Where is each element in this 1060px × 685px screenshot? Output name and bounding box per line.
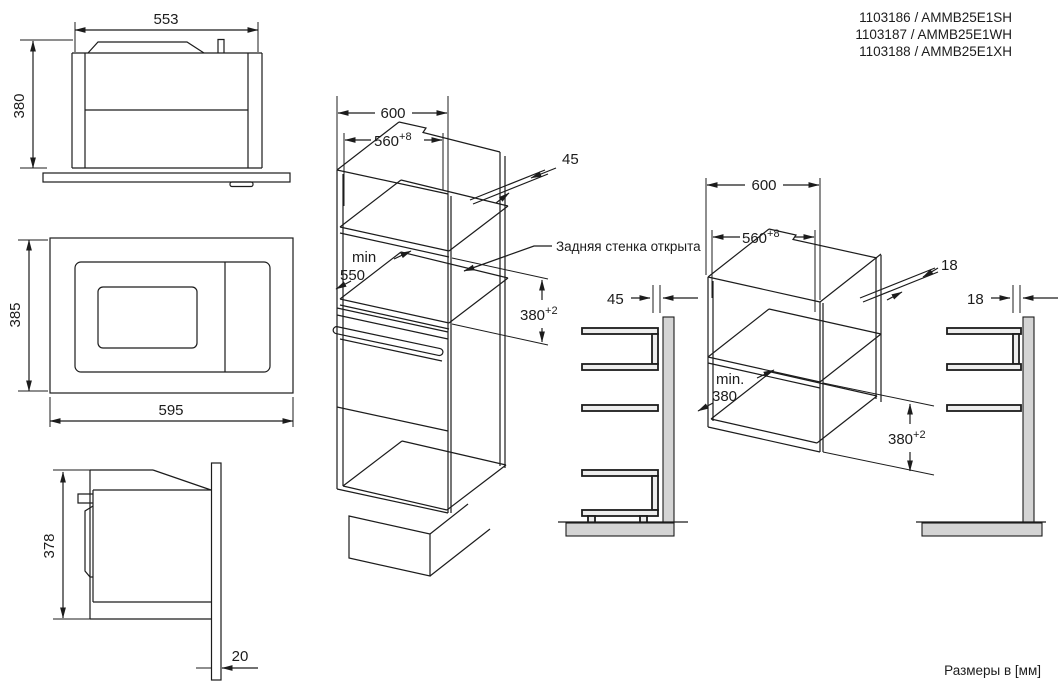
rear-view: 553 380 <box>11 11 291 188</box>
model-number-line: 1103187 / AMMB25E1WH <box>855 27 1012 42</box>
rear-height-label: 380 <box>11 93 28 118</box>
front-view: 385 595 <box>7 237 294 427</box>
units-note: Размеры в [мм] <box>944 663 1041 678</box>
side-height-label: 378 <box>41 533 58 558</box>
niche-side-gap-label: 45 <box>607 291 624 308</box>
niche-height-label: 380+2 <box>520 305 558 324</box>
base-niche-height-label: 380+2 <box>888 429 926 448</box>
base-outer-width-label: 600 <box>751 177 776 194</box>
base-min-depth-prefix: min. <box>716 371 744 388</box>
base-side-gap-label: 18 <box>967 291 984 308</box>
base-min-depth-value: 380 <box>712 388 737 405</box>
side-offset-label: 20 <box>232 648 249 665</box>
niche-min-depth-value: 550 <box>340 267 365 284</box>
niche-outer-width-label: 600 <box>380 105 405 122</box>
tall-cabinet-side-view: 45 <box>558 285 698 537</box>
tall-cabinet-diagram: 600 560+8 45 <box>332 96 701 577</box>
front-width-label: 595 <box>158 402 183 419</box>
base-inner-width-label: 560+8 <box>742 228 780 247</box>
niche-rear-gap-label: 45 <box>562 151 579 168</box>
niche-back-note: Задняя стенка открыта <box>556 239 701 254</box>
model-number-line: 1103188 / AMMB25E1XH <box>859 44 1012 59</box>
wall-cabinet-diagram: 600 560+8 18 min. 380 <box>697 177 958 476</box>
niche-inner-width-label: 560+8 <box>374 131 412 150</box>
rear-width-label: 553 <box>153 11 178 28</box>
front-height-label: 385 <box>7 302 24 327</box>
wall-cabinet-side-view: 18 <box>916 285 1058 537</box>
model-number-list: 1103186 / AMMB25E1SH 1103187 / AMMB25E1W… <box>855 10 1012 59</box>
model-number-line: 1103186 / AMMB25E1SH <box>859 10 1012 25</box>
side-profile-view: 378 20 <box>41 462 258 681</box>
base-wall-thickness-label: 18 <box>941 257 958 274</box>
niche-min-depth-prefix: min <box>352 249 376 266</box>
